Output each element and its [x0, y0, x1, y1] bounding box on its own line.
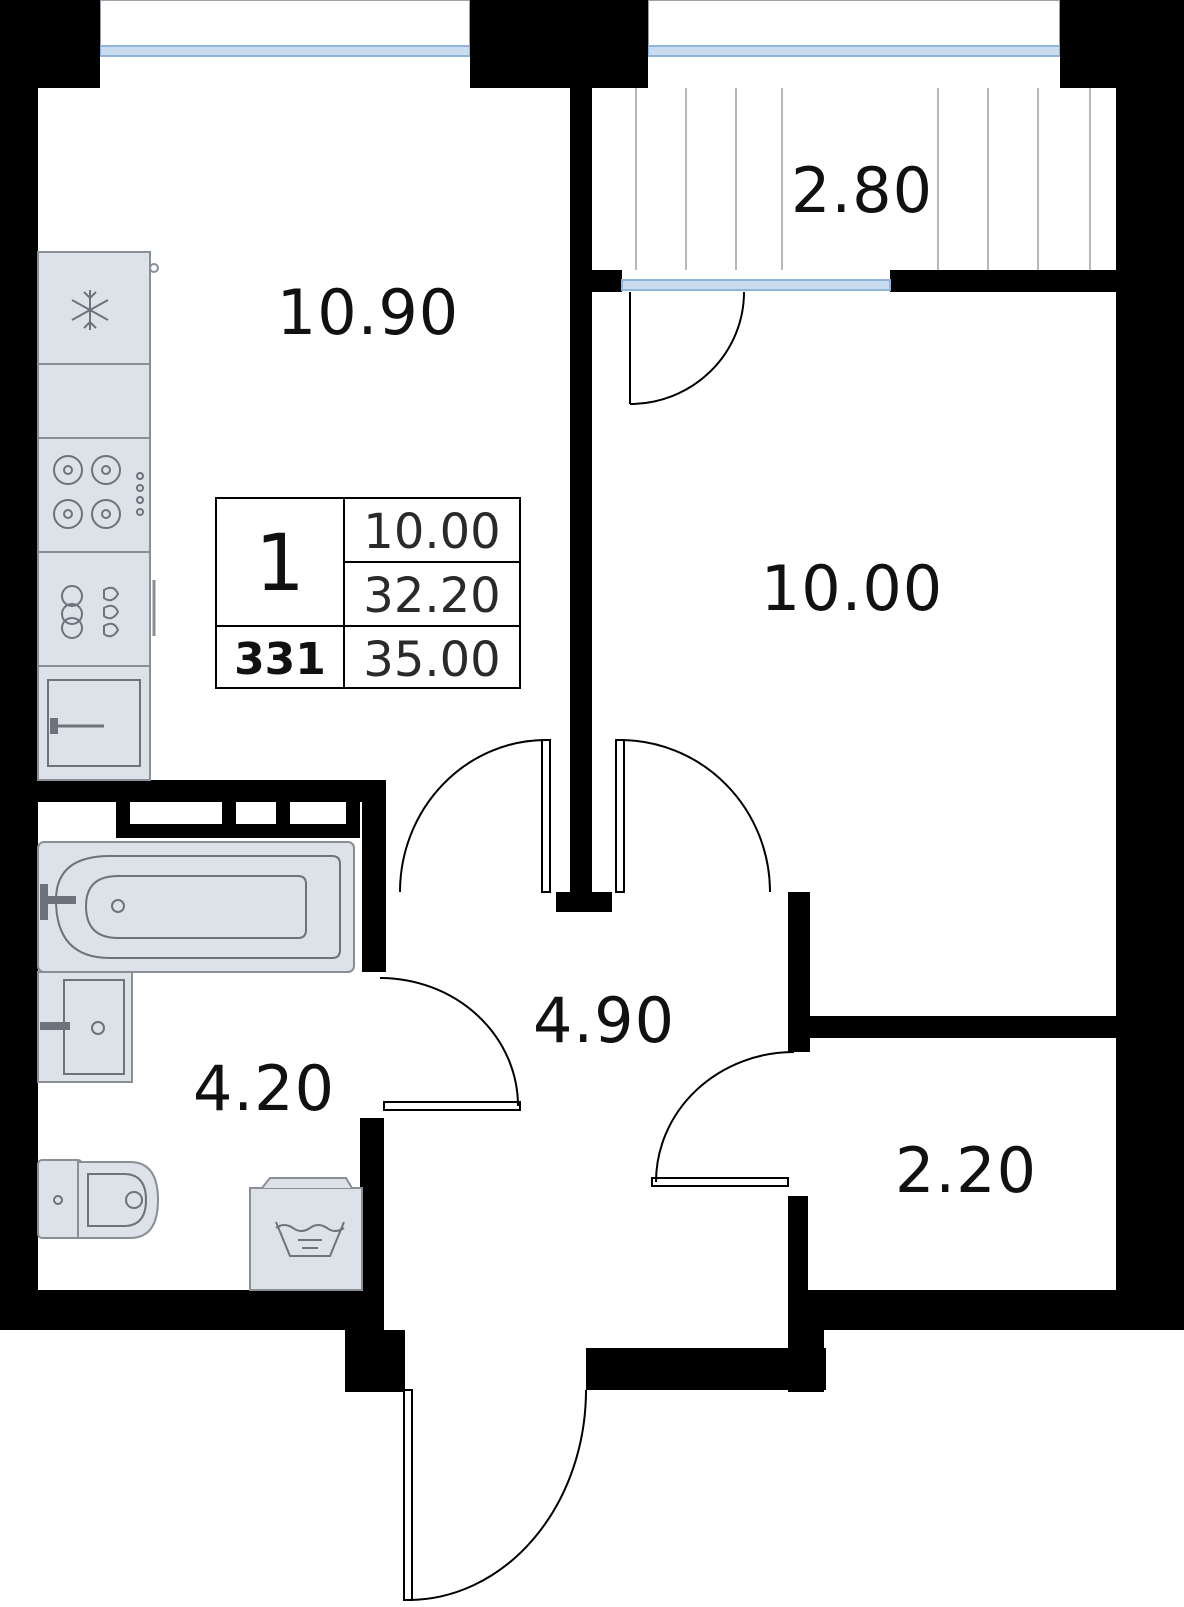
washing-machine [249, 1177, 363, 1291]
balcony-railing [635, 88, 1091, 270]
snowflake-icon [71, 290, 109, 330]
room-area-balcony: 2.80 [791, 154, 933, 227]
window-balcony [647, 0, 1061, 57]
info-rooms-count: 1 [255, 519, 305, 609]
faucet-icon [50, 718, 58, 734]
counter [37, 363, 151, 439]
washing-machine-icon [275, 1221, 345, 1257]
door-storage [651, 1051, 795, 1187]
info-living-area: 10.00 [363, 504, 500, 560]
dishwasher [37, 665, 151, 781]
info-box: 1 331 10.00 32.20 35.00 [215, 497, 521, 689]
door-bedroom [615, 739, 771, 893]
info-area-without-balcony: 32.20 [363, 568, 500, 624]
walls [0, 0, 1184, 1392]
room-area-kitchen: 10.90 [277, 276, 460, 349]
stove [37, 437, 151, 553]
door-bathroom [379, 977, 521, 1111]
room-area-bathroom: 4.20 [193, 1052, 335, 1125]
window-kitchen [99, 0, 471, 57]
room-area-bedroom: 10.00 [761, 552, 944, 625]
toilet [37, 1159, 160, 1239]
kitchen-sink [37, 551, 156, 667]
washbasin [37, 971, 133, 1083]
door-balcony [629, 291, 745, 405]
door-kitchen [399, 739, 551, 893]
stove-burner-icon [53, 455, 144, 529]
door-entrance [403, 1389, 587, 1601]
bathtub [37, 841, 355, 973]
room-area-storage: 2.20 [895, 1134, 1037, 1207]
balcony-door-glass [621, 279, 891, 291]
room-area-hallway: 4.90 [533, 984, 675, 1057]
info-apartment-number: 331 [234, 634, 326, 685]
fridge [37, 251, 159, 365]
info-total-area: 35.00 [363, 632, 500, 688]
